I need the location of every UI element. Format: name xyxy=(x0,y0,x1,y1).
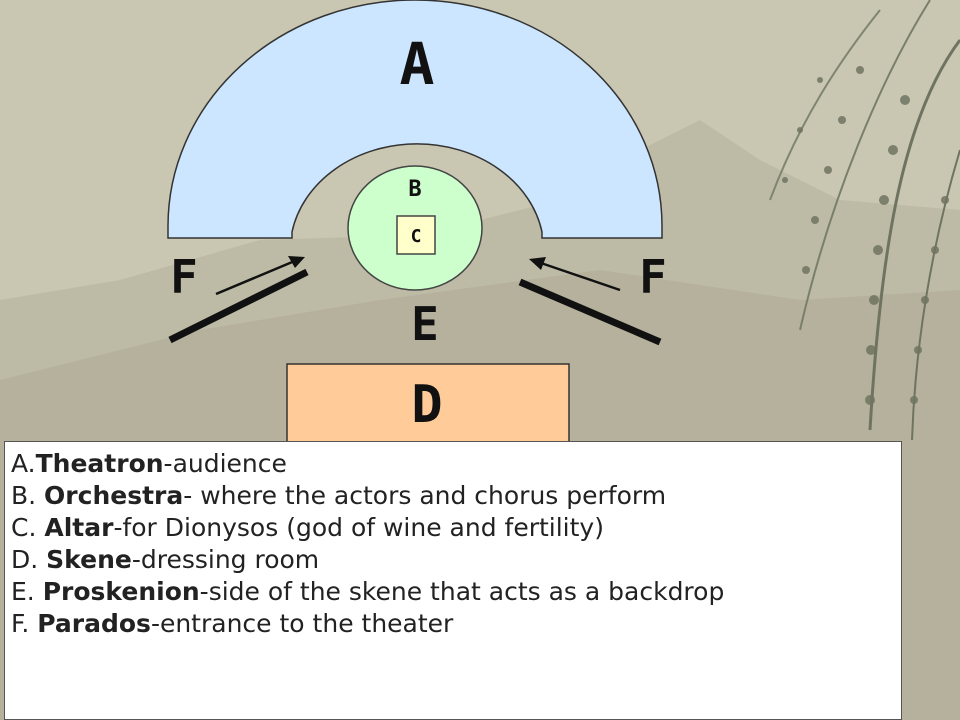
legend-letter: C. xyxy=(11,513,45,542)
legend-term: Theatron xyxy=(35,449,164,478)
legend-item-e: E. Proskenion-side of the skene that act… xyxy=(11,576,901,608)
legend-item-a: A.Theatron-audience xyxy=(11,448,901,480)
parados-right-arrow-line xyxy=(537,260,621,292)
parados-left-wall xyxy=(168,268,309,344)
label-b: B xyxy=(408,177,421,202)
legend-term: Parados xyxy=(37,609,151,638)
legend-desc: -dressing room xyxy=(131,545,320,574)
legend-term: Orchestra xyxy=(44,481,184,510)
legend-desc: - where the actors and chorus perform xyxy=(183,481,667,510)
altar-box xyxy=(396,215,436,255)
legend-item-c: C. Altar-for Dionysos (god of wine and f… xyxy=(11,512,901,544)
legend-term: Proskenion xyxy=(42,577,200,606)
parados-left-arrow-line xyxy=(215,258,298,296)
parados-right-wall xyxy=(518,278,662,346)
label-d: D xyxy=(411,375,442,435)
legend-box: A.Theatron-audience B. Orchestra- where … xyxy=(4,441,902,720)
legend-letter: E. xyxy=(11,577,43,606)
label-e: E xyxy=(411,297,439,351)
branch-2 xyxy=(799,0,931,331)
legend-letter: B. xyxy=(11,481,45,510)
legend-item-b: B. Orchestra- where the actors and choru… xyxy=(11,480,901,512)
branch-1 xyxy=(868,39,960,431)
legend-letter: A. xyxy=(11,449,36,478)
legend-item-f: F. Parados-entrance to the theater xyxy=(11,608,901,640)
theatron-shape xyxy=(167,0,663,239)
label-f-left: F xyxy=(170,250,198,304)
legend-term: Altar xyxy=(44,513,114,542)
legend-letter: F. xyxy=(11,609,38,638)
legend-desc: -audience xyxy=(163,449,287,478)
legend-desc: -for Dionysos (god of wine and fertility… xyxy=(113,513,604,542)
parados-left-arrowhead xyxy=(288,256,305,268)
branch-4 xyxy=(769,9,881,201)
label-a: A xyxy=(400,30,435,98)
legend-letter: D. xyxy=(11,545,47,574)
legend-term: Skene xyxy=(46,545,132,574)
label-f-right: F xyxy=(639,250,667,304)
parados-right-arrowhead xyxy=(529,257,546,270)
label-c: C xyxy=(411,226,422,247)
legend-item-d: D. Skene-dressing room xyxy=(11,544,901,576)
legend-desc: -side of the skene that acts as a backdr… xyxy=(199,577,725,606)
legend-desc: -entrance to the theater xyxy=(150,609,454,638)
